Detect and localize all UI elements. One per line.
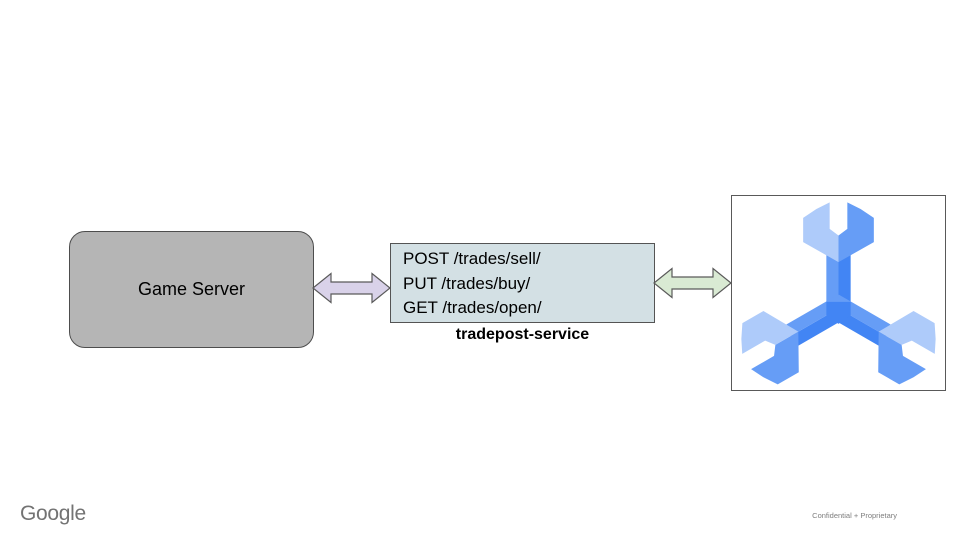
confidential-note: Confidential + Proprietary [812, 511, 897, 520]
double-arrow-left-shape [312, 272, 391, 304]
tradepost-service-label: tradepost-service [455, 326, 590, 343]
game-server-label: Game Server [137, 279, 246, 299]
spanner-arm-up [803, 202, 874, 316]
spanner-face [838, 202, 874, 263]
endpoint-line: GET /trades/open/ [403, 298, 542, 317]
spanner-face [878, 331, 926, 385]
spanner-face [751, 331, 799, 385]
double-arrow-right-shape [653, 267, 732, 299]
tradepost-service-box: POST /trades/sell/ PUT /trades/buy/ GET … [390, 243, 655, 323]
spanner-face [803, 202, 839, 263]
endpoint-line: PUT /trades/buy/ [403, 273, 531, 293]
google-logo: Google [20, 502, 86, 525]
endpoint-line: POST /trades/sell/ [403, 249, 541, 268]
double-arrow-right-icon [653, 267, 732, 299]
spanner-hub [826, 301, 851, 324]
spanner-face [741, 310, 799, 354]
game-server-box: Game Server [69, 231, 314, 348]
cloud-spanner-icon [741, 202, 936, 385]
double-arrow-left-icon [312, 272, 391, 304]
spanner-face [878, 310, 936, 354]
spanner-image-frame [731, 195, 946, 391]
